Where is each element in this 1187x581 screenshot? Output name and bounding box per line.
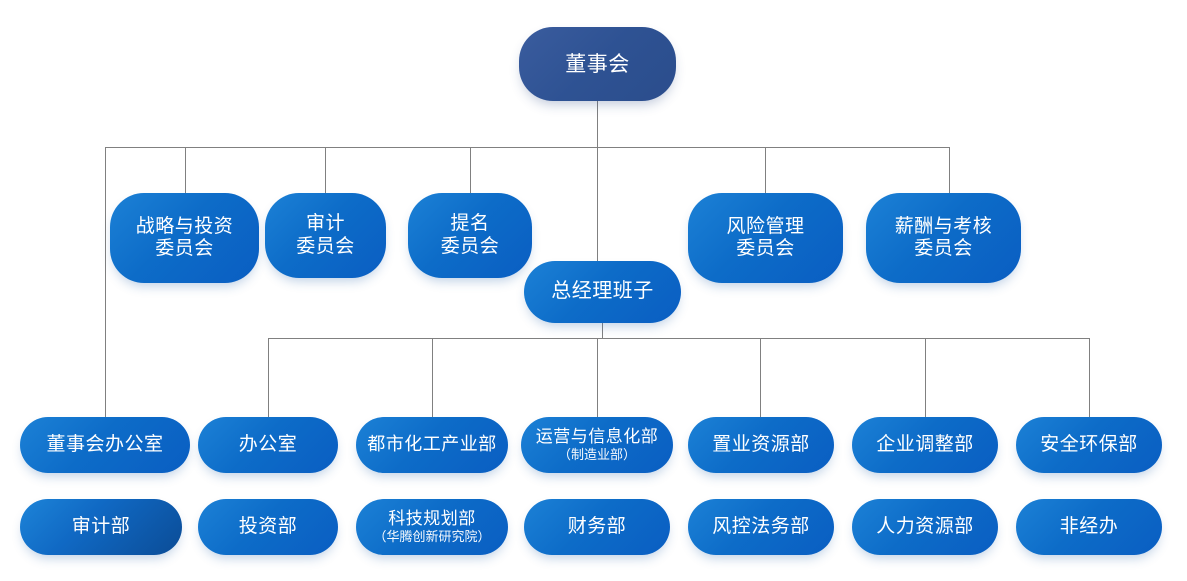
node-label-line2: （华腾创新研究院） bbox=[373, 529, 491, 545]
node-strategy-investment-committee[interactable]: 战略与投资 委员会 bbox=[110, 193, 259, 283]
node-label-line2: 委员会 bbox=[736, 238, 795, 259]
node-label-line2: 委员会 bbox=[155, 238, 214, 259]
node-non-operating-office[interactable]: 非经办 bbox=[1016, 499, 1162, 555]
node-board-of-directors[interactable]: 董事会 bbox=[519, 27, 676, 101]
node-operations-informatization-dept[interactable]: 运营与信息化部 （制造业部） bbox=[521, 417, 673, 473]
connector-drop-risk bbox=[765, 147, 766, 193]
node-label-line1: 审计 bbox=[305, 213, 345, 235]
node-label-line1: 置业资源部 bbox=[712, 433, 810, 455]
connector-drop-audit-cmt bbox=[325, 147, 326, 193]
node-label-line1: 人力资源部 bbox=[876, 515, 974, 537]
node-property-resources-dept[interactable]: 置业资源部 bbox=[688, 417, 834, 473]
connector-board-stem bbox=[597, 100, 598, 147]
node-label-line1: 风险管理 bbox=[726, 215, 805, 237]
connector-drop-urban-chem bbox=[432, 338, 433, 417]
node-label-line1: 提名 bbox=[450, 213, 490, 235]
node-label-line2: 委员会 bbox=[296, 235, 355, 257]
node-urban-chemical-industry-dept[interactable]: 都市化工产业部 bbox=[356, 417, 508, 473]
node-enterprise-restructuring-dept[interactable]: 企业调整部 bbox=[852, 417, 998, 473]
connector-board-to-gm bbox=[597, 147, 598, 261]
connector-drop-operations bbox=[597, 338, 598, 417]
node-label-line1: 非经办 bbox=[1059, 515, 1119, 537]
node-label: 董事会 bbox=[565, 51, 630, 76]
node-label-line1: 运营与信息化部 bbox=[535, 427, 659, 447]
connector-drop-nomination bbox=[470, 147, 471, 193]
connector-drop-office bbox=[268, 338, 269, 417]
node-risk-management-committee[interactable]: 风险管理 委员会 bbox=[688, 193, 843, 283]
node-label-line1: 企业调整部 bbox=[876, 433, 974, 455]
connector-board-office-spine bbox=[105, 147, 106, 417]
node-label-line2: 委员会 bbox=[440, 235, 500, 257]
node-label-line1: 安全环保部 bbox=[1040, 433, 1138, 455]
node-finance-dept[interactable]: 财务部 bbox=[524, 499, 670, 555]
node-safety-environment-dept[interactable]: 安全环保部 bbox=[1016, 417, 1162, 473]
node-label-line1: 风控法务部 bbox=[712, 515, 810, 537]
node-label-line1: 投资部 bbox=[238, 515, 298, 537]
connector-gm-stem bbox=[602, 323, 603, 338]
node-nomination-committee[interactable]: 提名 委员会 bbox=[408, 193, 532, 278]
node-general-manager-team[interactable]: 总经理班子 bbox=[524, 261, 681, 323]
connector-drop-strategy bbox=[185, 147, 186, 193]
node-audit-dept[interactable]: 审计部 bbox=[20, 499, 182, 555]
node-audit-committee[interactable]: 审计 委员会 bbox=[265, 193, 386, 278]
node-technology-planning-dept[interactable]: 科技规划部 （华腾创新研究院） bbox=[356, 499, 508, 555]
node-label-line1: 战略与投资 bbox=[135, 215, 234, 237]
connector-drop-remuneration bbox=[949, 147, 950, 193]
node-label-line1: 董事会办公室 bbox=[46, 433, 164, 455]
node-risk-control-legal-dept[interactable]: 风控法务部 bbox=[688, 499, 834, 555]
node-investment-dept[interactable]: 投资部 bbox=[198, 499, 338, 555]
node-remuneration-appraisal-committee[interactable]: 薪酬与考核 委员会 bbox=[866, 193, 1021, 283]
node-label-line2: （制造业部） bbox=[557, 447, 636, 463]
node-human-resources-dept[interactable]: 人力资源部 bbox=[852, 499, 998, 555]
node-label-line2: 委员会 bbox=[914, 238, 973, 259]
node-label-line1: 科技规划部 bbox=[388, 509, 476, 529]
node-general-office[interactable]: 办公室 bbox=[198, 417, 338, 473]
connector-committee-bus bbox=[105, 147, 950, 148]
connector-drop-safety-env bbox=[1089, 338, 1090, 417]
connector-department-bus bbox=[268, 338, 1090, 339]
node-label-line1: 薪酬与考核 bbox=[894, 215, 993, 237]
node-label-line1: 审计部 bbox=[71, 515, 131, 537]
node-label-line1: 办公室 bbox=[238, 433, 298, 455]
connector-drop-property bbox=[760, 338, 761, 417]
connector-drop-restructuring bbox=[925, 338, 926, 417]
node-label-line1: 财务部 bbox=[567, 515, 627, 537]
node-board-office[interactable]: 董事会办公室 bbox=[20, 417, 190, 473]
node-label: 总经理班子 bbox=[551, 280, 654, 303]
node-label-line1: 都市化工产业部 bbox=[367, 434, 497, 455]
